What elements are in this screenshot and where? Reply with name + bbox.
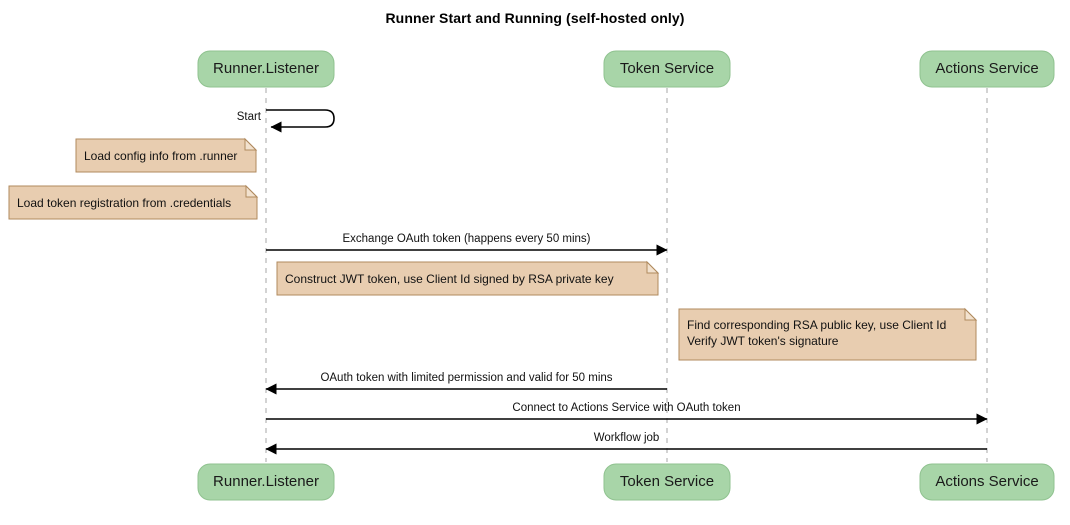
note-fold-load-config-info xyxy=(244,137,258,151)
note-body-load-config-info xyxy=(75,138,257,173)
note-text-verify-jwt-signature: Find corresponding RSA public key, use C… xyxy=(687,318,947,348)
participant-box-actions-top[interactable] xyxy=(919,50,1055,88)
participant-box-token-bottom[interactable] xyxy=(603,463,731,501)
self-message-label-start: Start xyxy=(236,111,261,123)
notes-group xyxy=(8,137,978,361)
message-label-workflow-job: Workflow job xyxy=(593,432,660,444)
note-body-construct-jwt-token xyxy=(276,261,659,296)
participant-boxes-group xyxy=(197,50,1055,501)
note-fold-load-token-registration xyxy=(245,184,259,198)
message-label-connect-actions-service: Connect to Actions Service with OAuth to… xyxy=(512,402,741,414)
participant-box-runner-bottom[interactable] xyxy=(197,463,335,501)
messages-group xyxy=(265,109,988,455)
lifelines-group xyxy=(265,88,988,462)
note-body-verify-jwt-signature xyxy=(678,308,977,361)
note-text-construct-jwt-token: Construct JWT token, use Client Id signe… xyxy=(285,272,614,286)
message-label-exchange-oauth-token: Exchange OAuth token (happens every 50 m… xyxy=(342,233,591,245)
participant-box-runner-top[interactable] xyxy=(197,50,335,88)
participant-box-token-top[interactable] xyxy=(603,50,731,88)
note-body-load-token-registration xyxy=(8,185,258,220)
message-label-oauth-token-limited: OAuth token with limited permission and … xyxy=(320,372,613,384)
note-fold-verify-jwt-signature xyxy=(964,307,978,321)
self-message-start[interactable] xyxy=(266,109,335,133)
note-text-load-token-registration: Load token registration from .credential… xyxy=(17,196,232,210)
note-text-load-config-info: Load config info from .runner xyxy=(84,149,238,163)
note-fold-construct-jwt-token xyxy=(646,260,660,274)
diagram-title: Runner Start and Running (self-hosted on… xyxy=(385,10,685,26)
participant-box-actions-bottom[interactable] xyxy=(919,463,1055,501)
